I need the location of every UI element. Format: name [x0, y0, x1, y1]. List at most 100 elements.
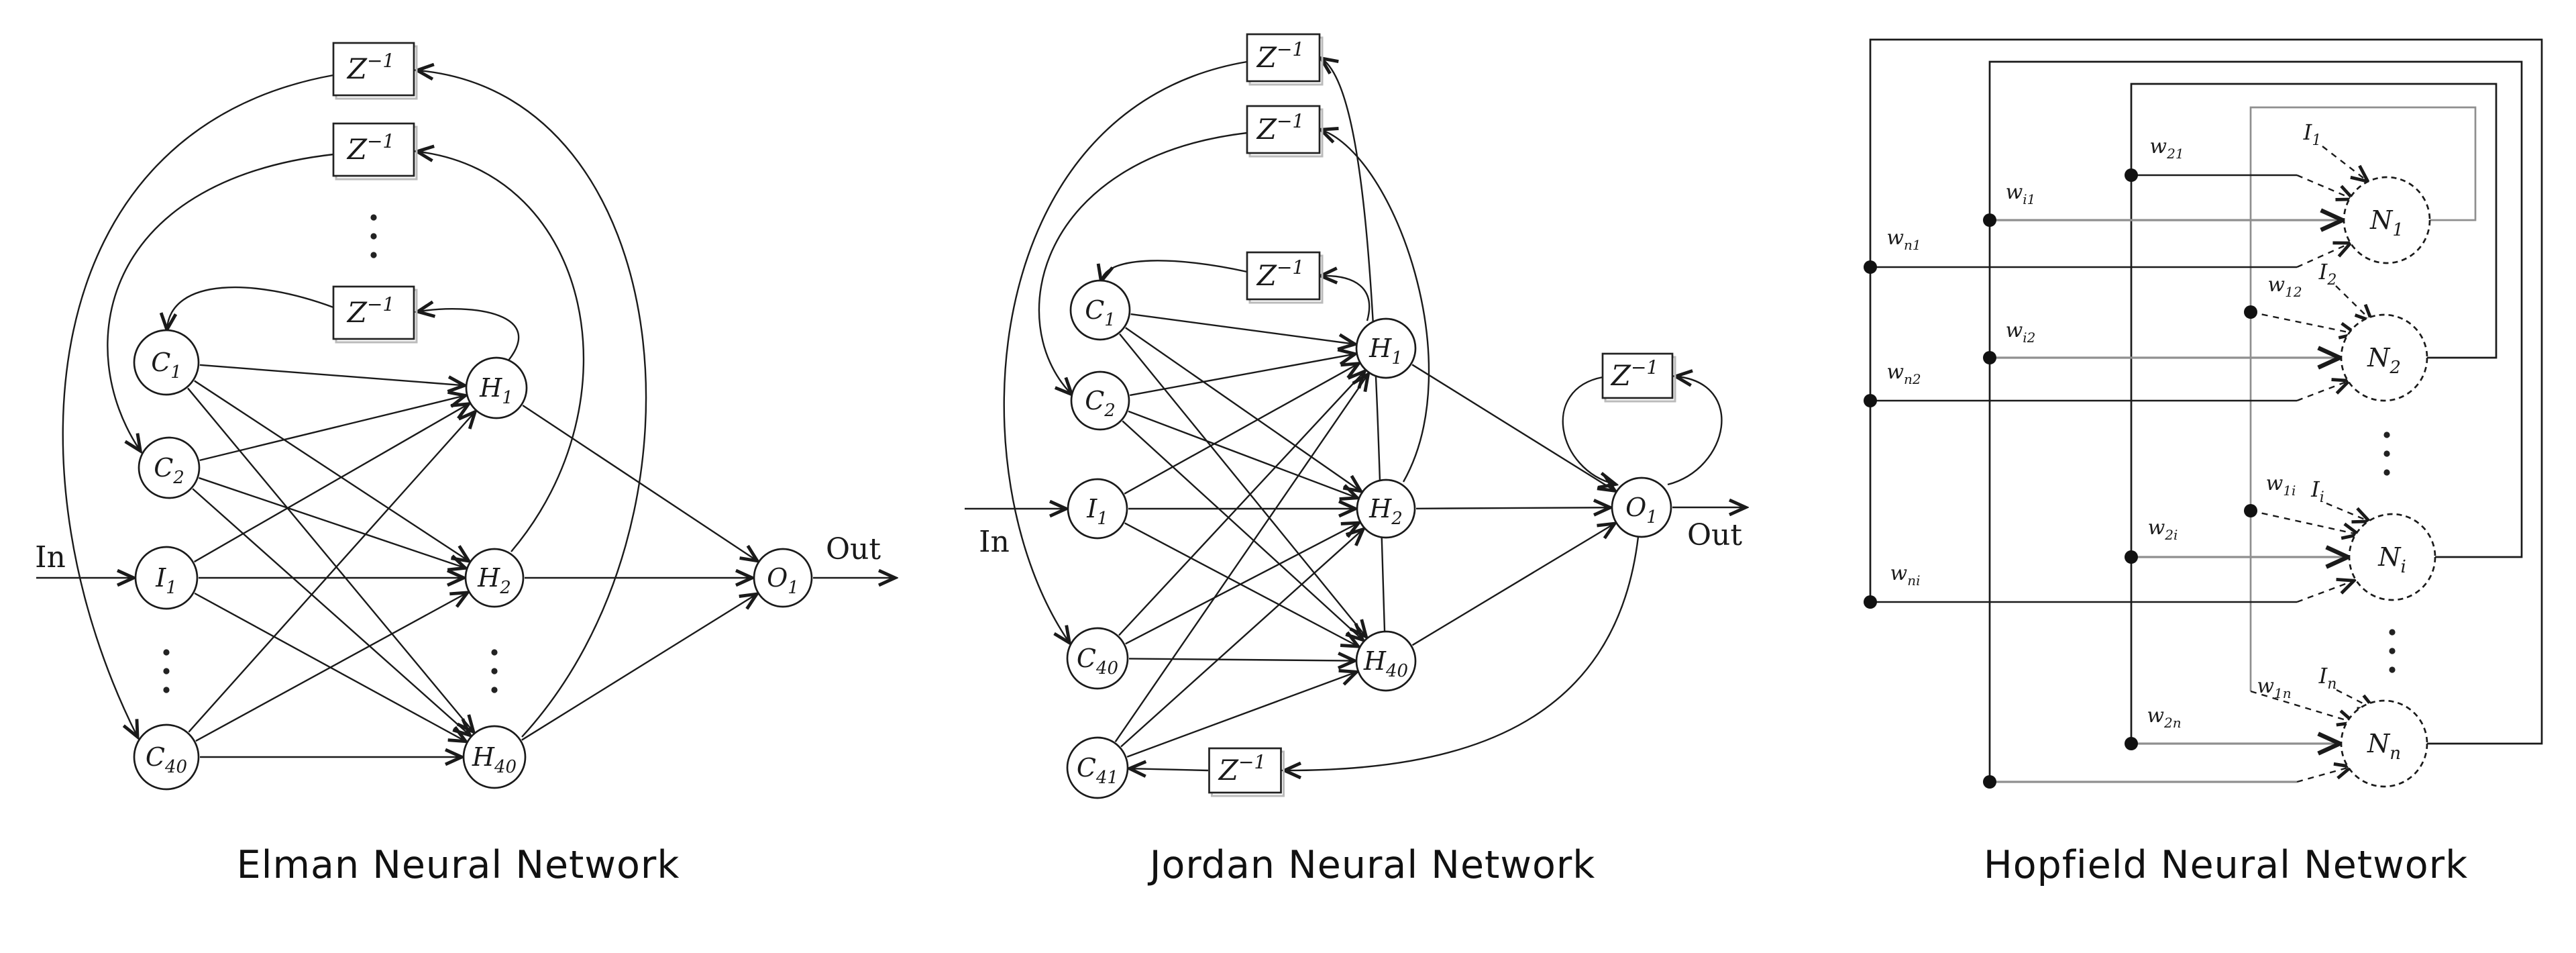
node-label: C41 [1077, 753, 1118, 788]
node-circle [134, 546, 199, 610]
ellipsis-dot [163, 668, 170, 674]
edge-line [1125, 327, 1360, 490]
delay-box-label: Z−1 [1610, 356, 1658, 392]
delay-box [332, 285, 415, 340]
delay-box-label: Z−1 [346, 50, 394, 85]
junction-dot [2125, 737, 2138, 750]
delay-box-label: Z−1 [1256, 110, 1304, 146]
edge-line [195, 593, 466, 742]
text-label: w12 [2267, 273, 2302, 300]
node-circle [1066, 627, 1129, 690]
edge-curve [419, 152, 585, 552]
jordan-caption: Jordan Neural Network [1149, 843, 1596, 887]
ellipsis-dot [2383, 450, 2390, 457]
node-label: H2 [477, 563, 511, 598]
bus-line [2249, 106, 2477, 691]
edge-line [199, 364, 463, 385]
edge-line [2250, 509, 2357, 534]
node-label: C40 [146, 742, 187, 777]
junction-dot [2244, 504, 2257, 517]
node-circle [133, 723, 200, 791]
delay-box [1246, 33, 1321, 83]
node-circle [464, 548, 525, 608]
text-label: I2 [2318, 259, 2337, 289]
text-label: Ii [2310, 476, 2324, 506]
edge-line [1128, 410, 1356, 497]
text-label: I1 [2303, 119, 2322, 149]
delay-box [1246, 105, 1321, 154]
node-label: C1 [1085, 295, 1116, 330]
delay-box [1208, 747, 1282, 794]
node-circle [1066, 736, 1129, 799]
edge-line [194, 405, 468, 563]
node-circle [2348, 513, 2436, 601]
node-label: Ni [2377, 542, 2406, 577]
edge-line [1411, 364, 1613, 490]
text-label: wi2 [2006, 319, 2036, 346]
node-label: H1 [1368, 334, 1403, 368]
edge-line [2296, 581, 2353, 603]
text-label: In [979, 525, 1010, 559]
text-label: w1n [2257, 674, 2291, 701]
node-circle [1355, 630, 1417, 692]
junction-dot [1864, 595, 1877, 609]
edge-line [194, 380, 468, 560]
ellipsis-dot [2383, 469, 2390, 476]
junction-dot [1983, 213, 1996, 227]
edge-line [2326, 502, 2368, 521]
edge-line [2335, 285, 2371, 320]
edge-curve [1286, 536, 1640, 770]
text-label: wi1 [2006, 181, 2036, 207]
text-label: wni [1890, 562, 1921, 589]
node-label: O1 [1625, 493, 1658, 528]
node-circle [2343, 176, 2431, 264]
ellipsis-dot [370, 252, 377, 258]
edge-curve [62, 74, 334, 736]
junction-dot [2244, 305, 2257, 319]
delay-box-label: Z−1 [346, 293, 394, 329]
ellipsis-dot [163, 687, 170, 693]
edge-line [2296, 244, 2349, 268]
ellipsis-dot [2389, 666, 2396, 673]
node-circle [462, 725, 527, 789]
bus-line [2130, 83, 2498, 744]
node-label: H2 [1368, 494, 1403, 529]
edge-line [1411, 524, 1613, 646]
text-label: w2n [2147, 704, 2181, 731]
edge-curve [1322, 130, 1430, 483]
node-label: N2 [2367, 343, 2401, 378]
elman-caption: Elman Neural Network [236, 843, 680, 887]
text-label: In [35, 540, 66, 574]
text-label: Out [826, 532, 881, 566]
bus-line [1869, 38, 2543, 745]
edge-line [1128, 658, 1353, 660]
ellipsis-dot [2383, 432, 2390, 438]
delay-box [1246, 251, 1321, 301]
junction-dot [1983, 775, 1996, 789]
junction-dot [1864, 260, 1877, 274]
node-circle [1067, 478, 1128, 540]
node-circle [2340, 699, 2428, 788]
edge-curve [419, 309, 520, 366]
hopfield-caption: Hopfield Neural Network [1983, 843, 2469, 887]
edge-line [1114, 375, 1368, 742]
edge-line [1119, 333, 1365, 636]
ellipsis-dot [491, 687, 498, 693]
edge-line [1118, 372, 1364, 636]
edge-line [1120, 530, 1362, 748]
junction-dot [1864, 394, 1877, 407]
edge-line [1125, 523, 1358, 645]
edge-line [192, 488, 469, 734]
node-label: H40 [472, 742, 517, 777]
edge-line [2322, 146, 2367, 181]
node-label: C2 [154, 453, 184, 488]
node-label: I1 [1086, 494, 1108, 529]
edge-curve [419, 70, 647, 738]
edge-curve [1003, 60, 1248, 642]
node-circle [465, 356, 528, 419]
ellipsis-dot [2389, 648, 2396, 654]
edge-line [1130, 354, 1354, 397]
edge-curve [1667, 377, 1723, 486]
